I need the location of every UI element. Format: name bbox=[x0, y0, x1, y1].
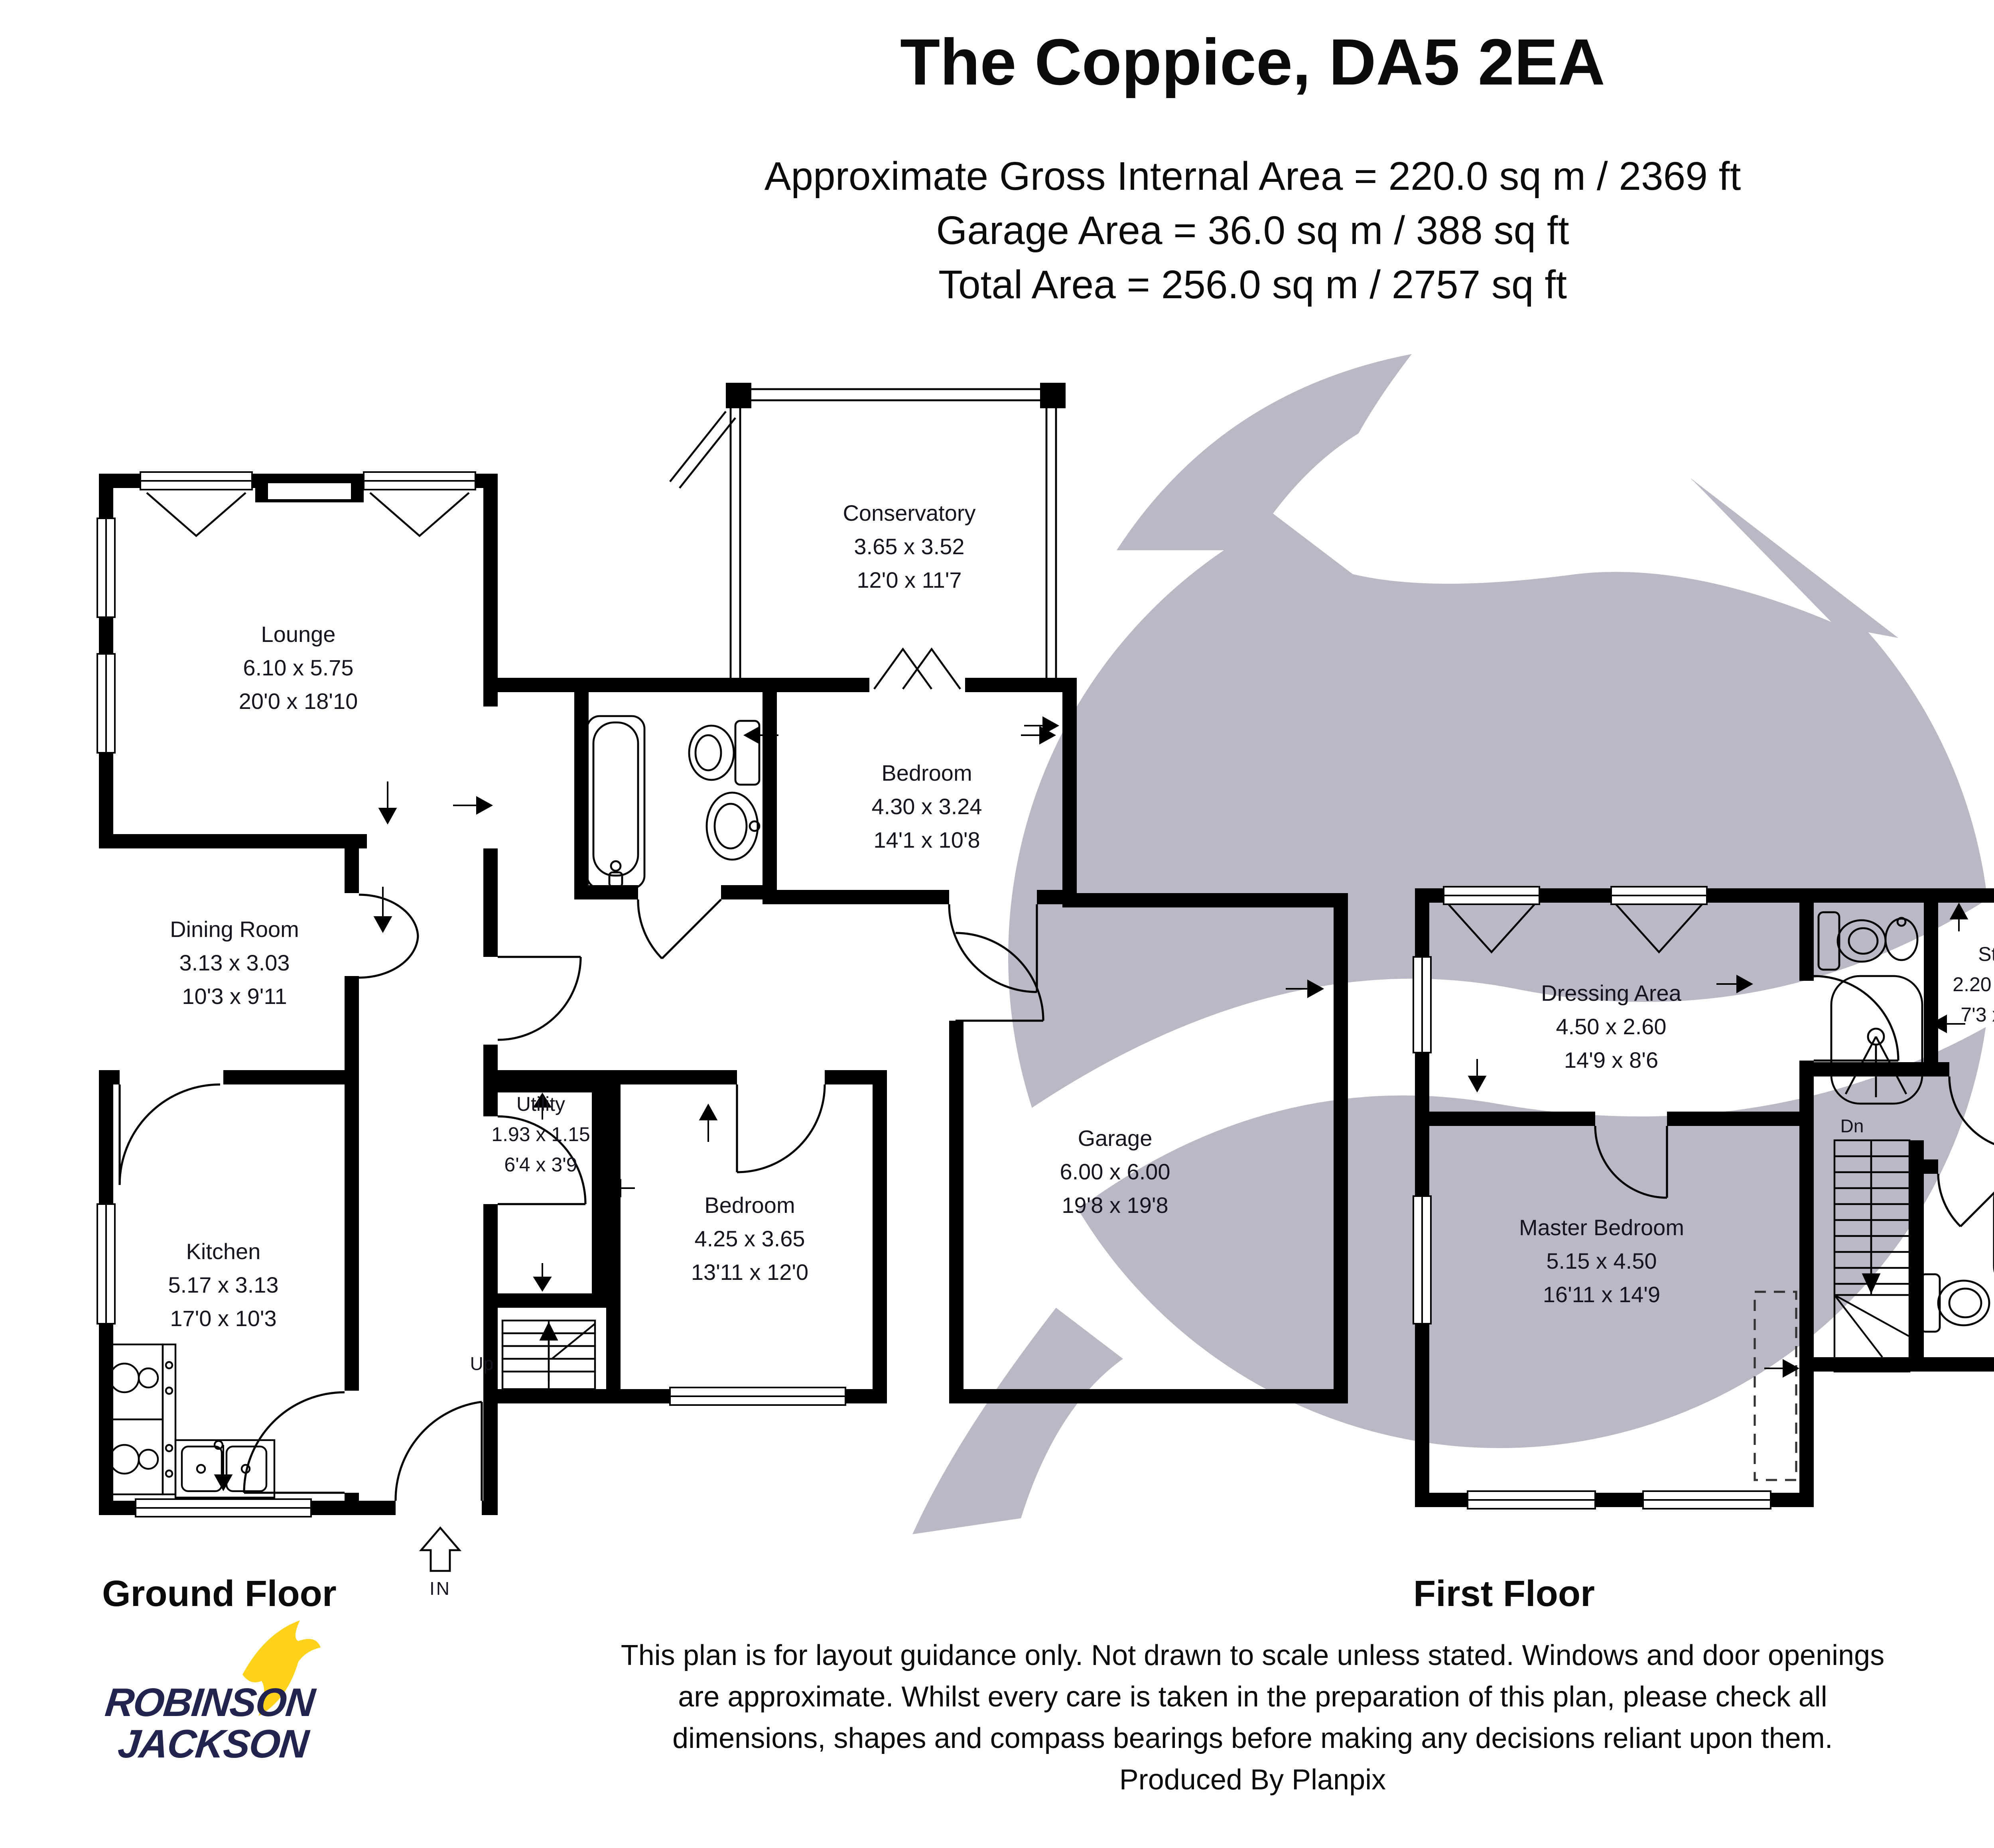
ground-floor-windows bbox=[97, 471, 846, 1517]
disclaimer-line-4: Produced By Planpix bbox=[1119, 1764, 1386, 1796]
toilet-icon bbox=[1919, 1273, 1990, 1333]
logo-line-2: JACKSON bbox=[116, 1722, 310, 1767]
ground-floor-doors bbox=[118, 893, 1044, 1501]
total-area-line: Total Area = 256.0 sq m / 2757 sq ft bbox=[938, 263, 1567, 308]
first-floor-doors bbox=[1594, 975, 1994, 1227]
stairs-down-label: Dn bbox=[1840, 1118, 1864, 1137]
ground-floor-plan bbox=[97, 383, 1348, 1572]
shower-icon bbox=[1830, 975, 1923, 1105]
first-floor-windows bbox=[1413, 886, 1771, 1509]
room-label-master: Master Bedroom 5.15 x 4.50 16'11 x 14'9 bbox=[1519, 1214, 1684, 1307]
toilet-icon bbox=[688, 720, 761, 786]
room-label-conservatory: Conservatory 3.65 x 3.52 12'0 x 11'7 bbox=[843, 500, 976, 592]
entry-label: IN bbox=[430, 1580, 451, 1600]
garage-area-line: Garage Area = 36.0 sq m / 388 sq ft bbox=[936, 209, 1569, 254]
kitchen-sink-icon bbox=[174, 1439, 276, 1499]
disclaimer-line-3: dimensions, shapes and compass bearings … bbox=[672, 1722, 1833, 1754]
sink-icon bbox=[1884, 917, 1919, 961]
logo-line-1: ROBINSON bbox=[103, 1681, 317, 1726]
room-label-dressing: Dressing Area 4.50 x 2.60 14'9 x 8'6 bbox=[1541, 980, 1681, 1073]
sink-icon bbox=[705, 791, 761, 861]
chimney-notch bbox=[268, 483, 351, 499]
watermark-bird-icon bbox=[912, 354, 1994, 1534]
room-label-lounge: Lounge 6.10 x 5.75 20'0 x 18'10 bbox=[238, 621, 358, 714]
gross-area-line: Approximate Gross Internal Area = 220.0 … bbox=[764, 155, 1741, 199]
first-floor-title: First Floor bbox=[1413, 1572, 1595, 1614]
room-label-dining: Dining Room 3.13 x 3.03 10'3 x 9'11 bbox=[170, 916, 299, 1009]
wardrobe-dashed-outline bbox=[1754, 1291, 1797, 1481]
swallow-icon bbox=[242, 1620, 321, 1716]
page-title: The Coppice, DA5 2EA bbox=[900, 26, 1605, 99]
hob-icon bbox=[101, 1343, 177, 1496]
stairs-down-icon bbox=[1833, 1139, 1911, 1373]
disclaimer-line-2: are approximate. Whilst every care is ta… bbox=[678, 1681, 1827, 1713]
room-label-store: Store 2.20 x 1.80 7'3 x 5'11 bbox=[1953, 943, 1994, 1026]
room-label-bedroom-gf: Bedroom 4.25 x 3.65 13'11 x 12'0 bbox=[691, 1192, 809, 1285]
ground-floor-title: Ground Floor bbox=[102, 1572, 337, 1614]
room-label-kitchen: Kitchen 5.17 x 3.13 17'0 x 10'3 bbox=[168, 1238, 279, 1331]
first-floor-window-chevrons bbox=[1448, 903, 1703, 954]
conservatory-glazing bbox=[669, 388, 1057, 690]
ground-floor-walls bbox=[99, 383, 1348, 1515]
first-floor-plan bbox=[1413, 886, 1994, 1509]
bath-icon bbox=[586, 715, 646, 890]
window-chevrons bbox=[146, 492, 470, 537]
stairs-up-icon bbox=[501, 1319, 596, 1390]
room-label-bedroom-mid: Bedroom 4.30 x 3.24 14'1 x 10'8 bbox=[871, 760, 982, 852]
stairs-up-label: Up bbox=[470, 1356, 494, 1375]
first-floor-dim-arrows bbox=[1468, 902, 1968, 1378]
entry-arrow-icon bbox=[419, 1526, 462, 1572]
room-label-garage: Garage 6.00 x 6.00 19'8 x 19'8 bbox=[1060, 1125, 1170, 1218]
room-label-utility: Utility 1.93 x 1.15 6'4 x 3'9 bbox=[491, 1093, 590, 1176]
robinson-jackson-logo: ROBINSON JACKSON bbox=[99, 1620, 370, 1796]
ground-floor-dim-arrows bbox=[214, 716, 1324, 1492]
disclaimer-line-1: This plan is for layout guidance only. N… bbox=[621, 1639, 1885, 1671]
